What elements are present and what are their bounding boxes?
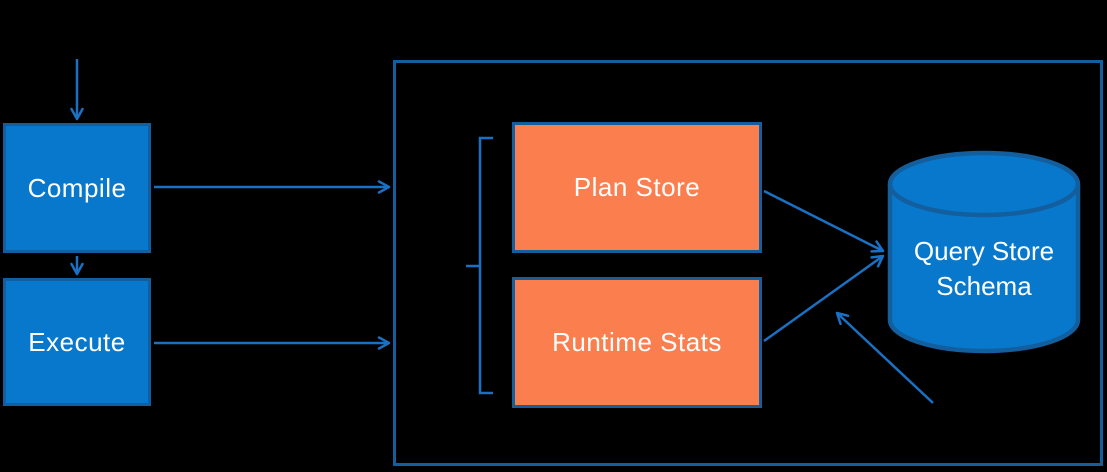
query-store-schema-label: Query Store Schema bbox=[890, 234, 1078, 304]
group-bracket bbox=[466, 136, 493, 395]
arrow-runtime-stats-to-schema bbox=[763, 254, 885, 343]
database-cylinder-icon bbox=[887, 150, 1081, 354]
runtime-stats-node: Runtime Stats bbox=[512, 277, 762, 408]
execute-node: Execute bbox=[3, 278, 151, 406]
query-store-schema-line1: Query Store bbox=[913, 236, 1055, 266]
query-store-schema-line2: Schema bbox=[936, 271, 1032, 301]
compile-label: Compile bbox=[27, 172, 127, 203]
runtime-stats-label: Runtime Stats bbox=[552, 327, 722, 357]
execute-label: Execute bbox=[28, 326, 126, 357]
plan-store-node: Plan Store bbox=[512, 122, 762, 253]
arrow-external-to-schema bbox=[835, 311, 934, 404]
plan-store-label: Plan Store bbox=[573, 172, 701, 202]
arrow-plan-store-to-schema bbox=[763, 189, 885, 253]
compile-node: Compile bbox=[3, 123, 151, 253]
query-store-container-box bbox=[393, 60, 1103, 466]
